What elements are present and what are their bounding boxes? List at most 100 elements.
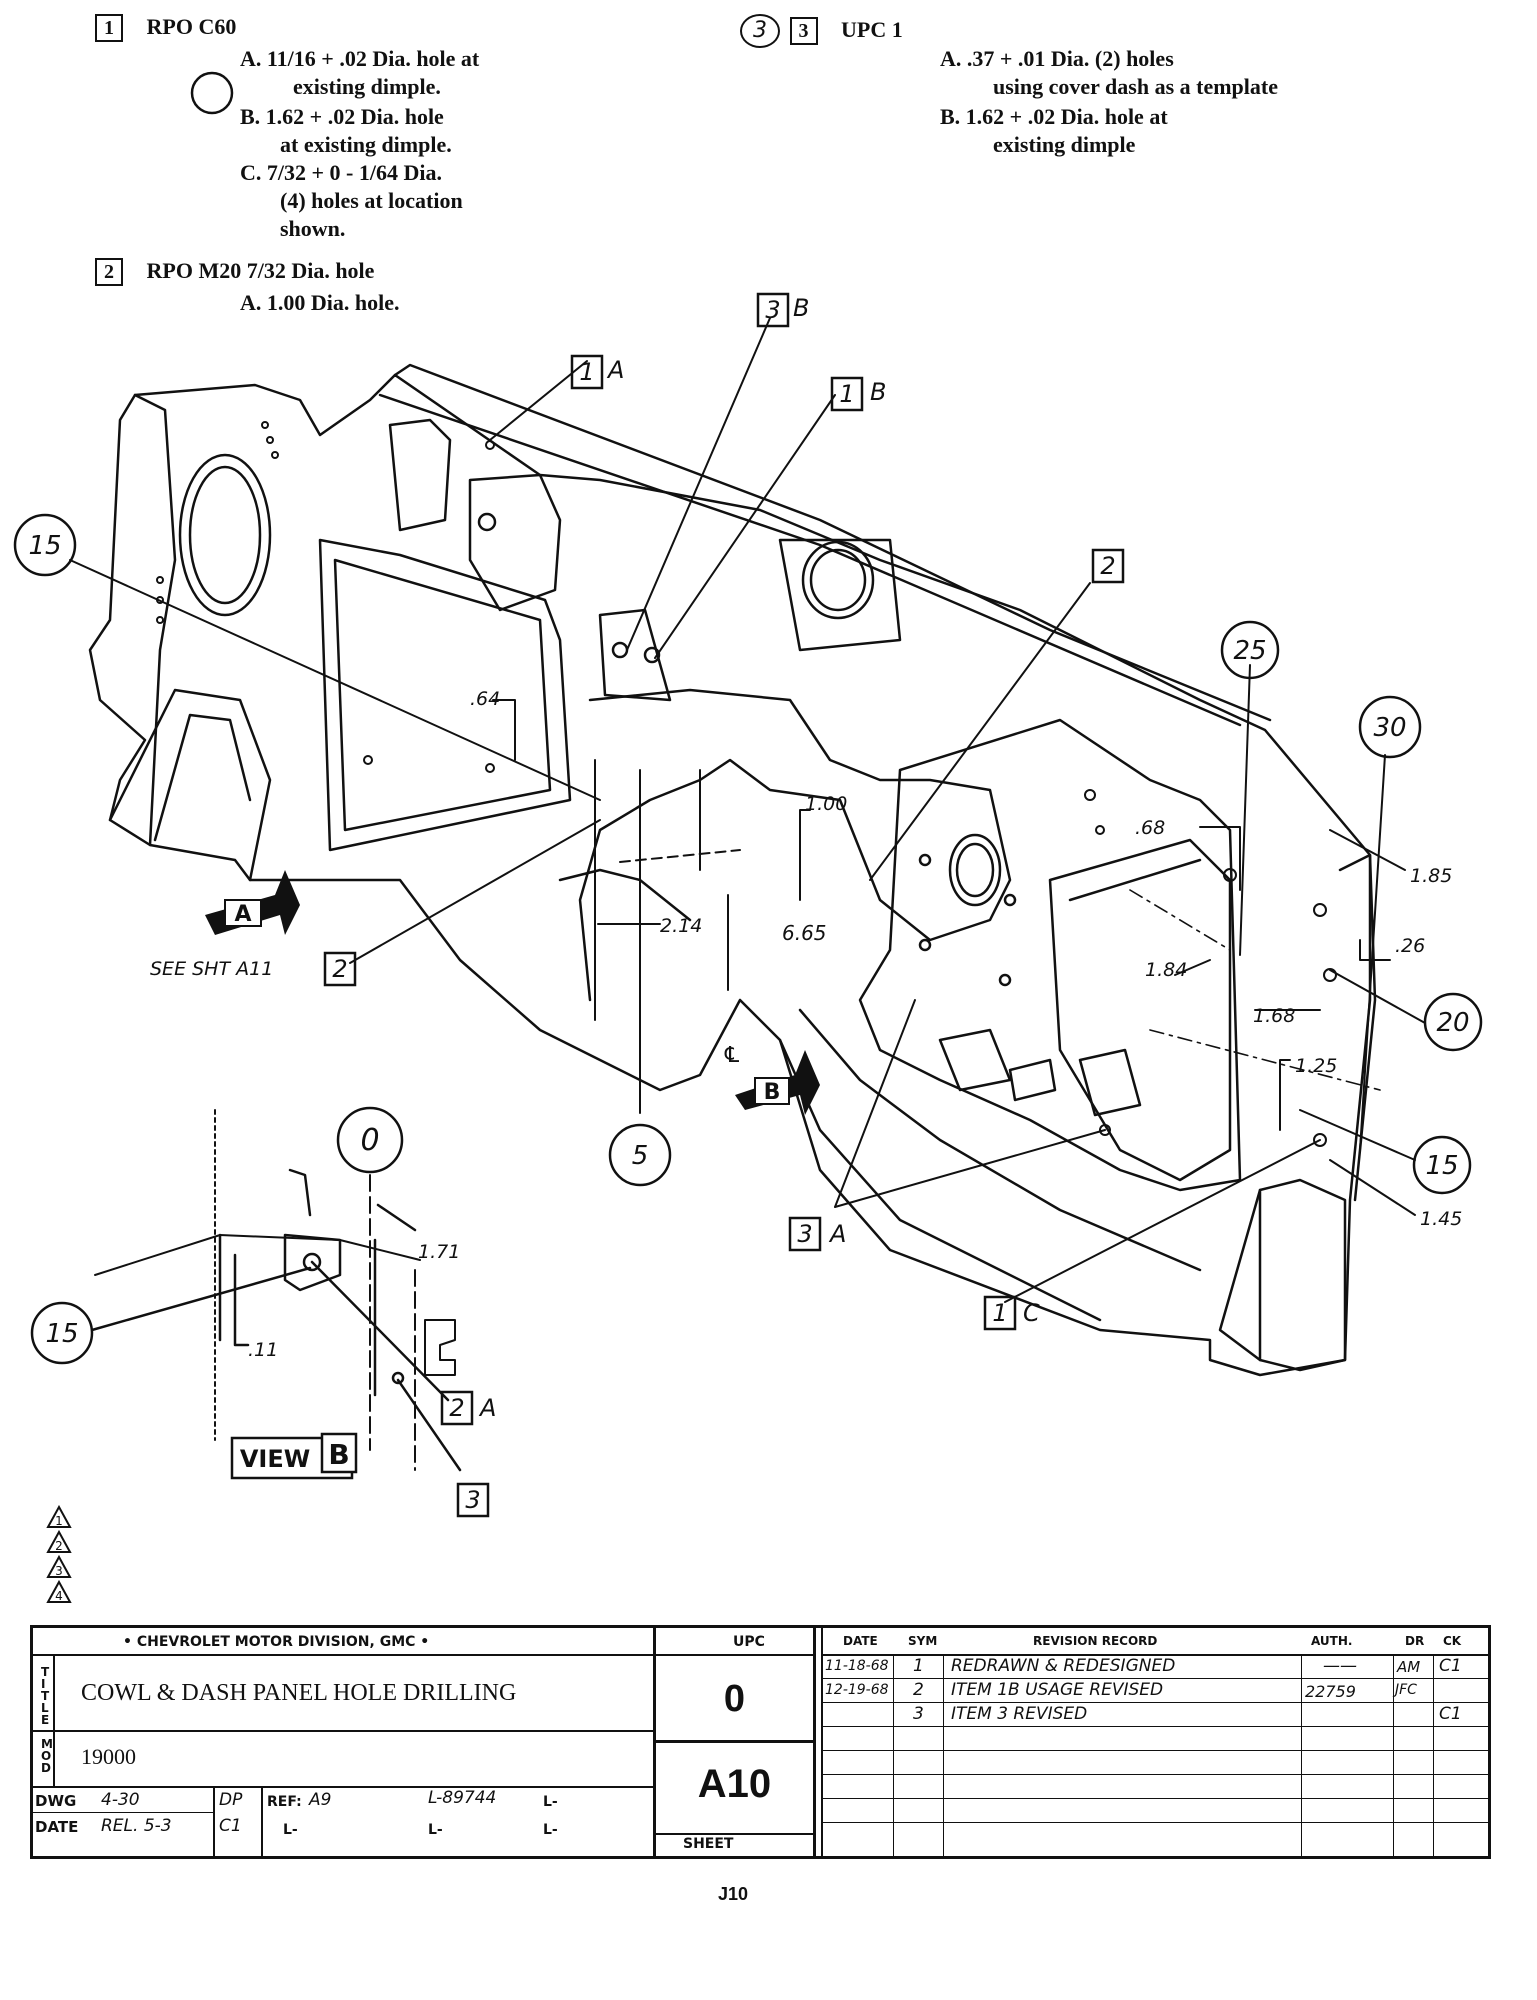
callout-1A-number: 1 <box>579 358 594 386</box>
callout-3A-letter: A <box>828 1220 846 1248</box>
upc-value: 0 <box>723 1678 746 1720</box>
drawing-title: COWL & DASH PANEL HOLE DRILLING <box>81 1680 517 1706</box>
callout-25-ring <box>1220 620 1280 680</box>
callout-0: 0 <box>360 1123 379 1158</box>
dim-185: 1.85 <box>1410 865 1452 887</box>
dim-125: 1.25 <box>1295 1055 1337 1077</box>
view-b-arrow: B <box>735 1050 820 1115</box>
rev-1-date: 11-18-68 <box>825 1658 889 1674</box>
callout-15c: 15 <box>45 1319 78 1349</box>
revision-mark-4: 4 <box>55 1589 63 1603</box>
callout-1B-number: 1 <box>839 380 854 408</box>
note-3-a-line2: using cover dash as a template <box>993 74 1278 99</box>
leader-15b <box>1299 1109 1416 1161</box>
ref-label: REF: <box>267 1794 302 1810</box>
leader-3A-1 <box>834 999 916 1208</box>
callout-2-box <box>1091 548 1125 584</box>
callout-0-ring <box>336 1106 404 1174</box>
note-1-c-line3: shown. <box>280 216 346 241</box>
callout-1C-number: 1 <box>992 1299 1007 1327</box>
callout-3-box <box>456 1482 490 1518</box>
cowl-dash-panel-drawing: 15 5 25 30 20 15 0 15 1 A 3 B 1 B 2 2 3 … <box>13 71 1483 1518</box>
dwg-label: DWG <box>35 1792 77 1810</box>
rev-2-date: 12-19-68 <box>825 1682 889 1698</box>
callout-15c-ring <box>30 1301 94 1365</box>
rev-2-auth: 22759 <box>1305 1682 1356 1701</box>
view-label-letter: B <box>328 1438 349 1471</box>
revision-mark-2: 2 <box>55 1539 63 1553</box>
right-end-bracket <box>1258 1178 1347 1372</box>
left-end-plate <box>133 393 177 847</box>
rev-3-ck: C1 <box>1439 1704 1462 1724</box>
note-2: 2 RPO M20 7/32 Dia. hole <box>95 258 374 286</box>
rev-1-record: REDRAWN & REDESIGNED <box>951 1656 1176 1676</box>
callout-3-number: 3 <box>465 1486 480 1514</box>
dim-184: 1.84 <box>1145 959 1187 981</box>
leader-2A <box>310 1260 450 1402</box>
callout-30: 30 <box>1373 713 1406 743</box>
leader-30 <box>1359 754 1386 1151</box>
rev-1-dr: AM <box>1397 1658 1421 1676</box>
dwg-value: 4-30 <box>101 1790 140 1810</box>
note-1-circle-2 <box>190 71 234 115</box>
view-a-letter: A <box>234 902 251 927</box>
dim-214: 2.14 <box>660 915 702 937</box>
center-hole <box>477 512 497 532</box>
view-b-hole <box>302 1252 322 1272</box>
l-ref-3: L- <box>283 1822 298 1838</box>
callout-3B-number: 3 <box>765 296 780 324</box>
l-ref-4: L- <box>428 1822 443 1838</box>
note-3-b-line2: existing dimple <box>993 132 1136 157</box>
title-side-label: TITLE <box>41 1665 50 1727</box>
revision-mark-1: 1 <box>55 1514 63 1528</box>
dim-168: 1.68 <box>1253 1005 1295 1027</box>
rev-1-ck: C1 <box>1439 1656 1462 1676</box>
dim-665: 6.65 <box>782 921 827 945</box>
rev-2-sym: 2 <box>913 1680 924 1700</box>
rev-header-date: DATE <box>843 1634 878 1648</box>
page-label: J10 <box>718 1884 749 1904</box>
callout-15a: 15 <box>28 531 61 561</box>
rev-3-record: ITEM 3 REVISED <box>951 1704 1088 1724</box>
note-3-a: A. .37 + .01 Dia. (2) holes <box>940 46 1174 71</box>
sheet-code: A10 <box>697 1762 772 1806</box>
leader-2b <box>869 582 1091 881</box>
leader-3 <box>396 1378 462 1472</box>
callout-1B-box <box>830 376 864 412</box>
leader-15a <box>69 559 601 801</box>
note-1-c-line2: (4) holes at location <box>280 188 463 213</box>
callout-20: 20 <box>1436 1008 1469 1038</box>
callout-3B-letter: B <box>793 294 809 322</box>
center-block <box>388 418 452 532</box>
note-1: 1 RPO C60 <box>95 14 236 42</box>
revision-mark-3: 3 <box>55 1564 63 1578</box>
revision-marks: 1 2 3 4 <box>46 1504 72 1610</box>
callout-15b: 15 <box>1425 1151 1458 1181</box>
steering-column-opening <box>948 833 1002 907</box>
leader-3B <box>626 317 771 651</box>
l-ref-1: L-89744 <box>428 1788 497 1808</box>
centerline-symbol: ℄ <box>722 1043 742 1068</box>
note-3-b: B. 1.62 + .02 Dia. hole at <box>940 104 1168 129</box>
callout-1C-box <box>983 1295 1017 1331</box>
dp-label: DP <box>219 1790 243 1810</box>
callout-2A-number: 2 <box>449 1394 464 1422</box>
callout-5-ring <box>608 1123 672 1187</box>
view-label: VIEW <box>240 1445 310 1473</box>
note-3: 3 3 UPC 1 <box>740 14 903 48</box>
callout-2-number: 2 <box>1100 552 1115 580</box>
callout-2b-box <box>323 951 357 987</box>
view-b-bracket <box>283 1233 342 1292</box>
l-ref-2: L- <box>543 1794 558 1810</box>
note-2-title: RPO M20 7/32 Dia. hole <box>146 258 375 283</box>
rev-2-record: ITEM 1B USAGE REVISED <box>951 1680 1164 1700</box>
heater-box <box>1048 838 1232 1182</box>
callout-3B-box <box>756 292 790 328</box>
view-b-letter: B <box>764 1080 781 1105</box>
dim-064: .64 <box>470 688 500 710</box>
view-b-label: VIEW B <box>230 1432 358 1480</box>
mod-side-label: MOD <box>41 1737 53 1775</box>
callout-1C-letter: C <box>1023 1299 1040 1327</box>
date-label: DATE <box>35 1818 79 1836</box>
leader-15c <box>90 1266 312 1332</box>
